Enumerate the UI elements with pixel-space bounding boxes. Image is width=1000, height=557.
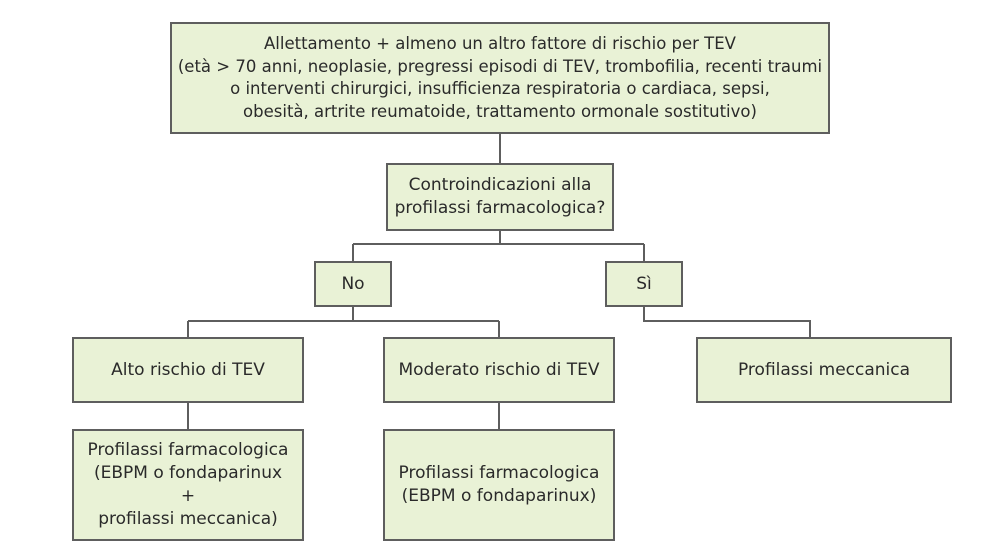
node-profilassi-meccanica-label: Profilassi meccanica [737, 359, 911, 380]
node-farmacologica-moderato-line-1: Profilassi farmacologica [398, 463, 600, 483]
node-alto-rischio: Alto rischio di TEV [72, 337, 304, 403]
node-moderato-rischio: Moderato rischio di TEV [383, 337, 615, 403]
node-farmacologica-alto-line-3: + [180, 486, 196, 506]
node-no: No [314, 261, 392, 307]
node-farmacologica-alto: Profilassi farmacologica (EBPM o fondapa… [72, 429, 304, 541]
node-farmacologica-alto-line-1: Profilassi farmacologica [87, 440, 289, 460]
node-allettamento-line-1: Allettamento + almeno un altro fattore d… [264, 34, 736, 53]
edge-si-meccanica [643, 307, 811, 337]
node-allettamento-line-3: o interventi chirurgici, insufficienza r… [230, 79, 770, 98]
node-farmacologica-moderato-line-2: (EBPM o fondaparinux) [401, 486, 597, 506]
node-farmacologica-alto-line-4: profilassi meccanica) [98, 509, 278, 529]
node-allettamento: Allettamento + almeno un altro fattore d… [170, 22, 830, 134]
node-farmacologica-moderato: Profilassi farmacologica (EBPM o fondapa… [383, 429, 615, 541]
node-no-label: No [341, 273, 365, 294]
node-profilassi-meccanica: Profilassi meccanica [696, 337, 952, 403]
node-controindicazioni: Controindicazioni alla profilassi farmac… [386, 163, 614, 231]
node-controindicazioni-line-1: Controindicazioni alla [408, 175, 592, 195]
node-moderato-rischio-label: Moderato rischio di TEV [398, 359, 600, 380]
node-alto-rischio-label: Alto rischio di TEV [111, 359, 265, 380]
node-si: Sì [605, 261, 683, 307]
node-controindicazioni-line-2: profilassi farmacologica? [394, 198, 606, 218]
node-si-label: Sì [636, 273, 652, 294]
node-allettamento-line-2: (età > 70 anni, neoplasie, pregressi epi… [177, 56, 823, 76]
node-allettamento-line-4: obesità, artrite reumatoide, trattamento… [243, 101, 757, 121]
node-farmacologica-alto-line-2: (EBPM o fondaparinux [93, 463, 283, 483]
